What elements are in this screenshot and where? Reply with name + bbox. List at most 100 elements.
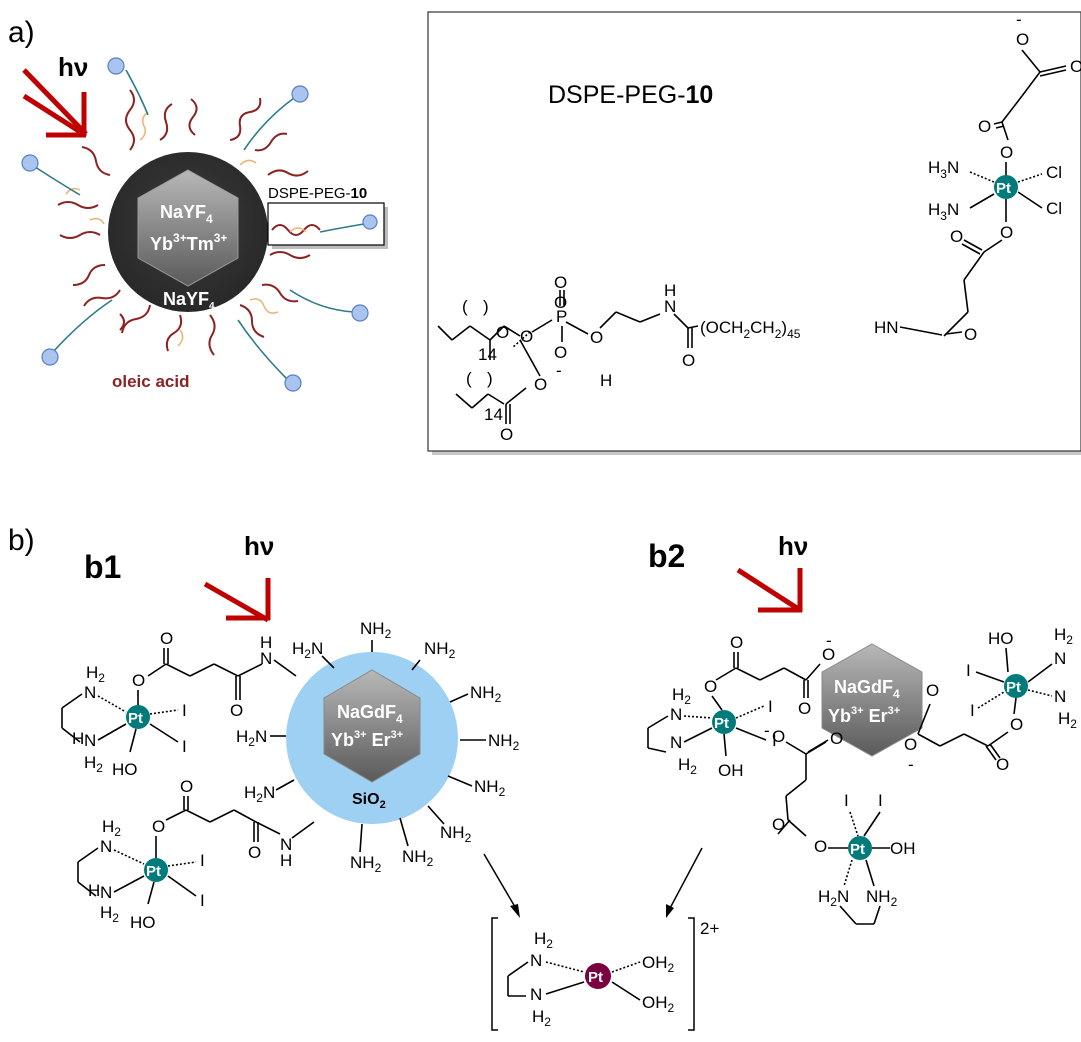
svg-text:H: H <box>72 729 84 748</box>
svg-text:NH2: NH2 <box>424 639 456 661</box>
svg-text:N: N <box>530 985 542 1004</box>
svg-text:I: I <box>772 731 777 750</box>
svg-text:NH2: NH2 <box>402 847 434 869</box>
svg-text:O: O <box>230 701 243 720</box>
core-label-b1-1: NaGdF4 <box>337 702 403 726</box>
svg-text:O: O <box>160 629 173 648</box>
svg-text:NH2: NH2 <box>440 823 472 845</box>
svg-text:O: O <box>926 681 939 700</box>
svg-text:H: H <box>88 881 100 900</box>
svg-text:H2N: H2N <box>244 783 275 805</box>
svg-text:HO: HO <box>112 760 138 779</box>
svg-text:H2N: H2N <box>236 727 267 749</box>
svg-text:N: N <box>84 683 96 702</box>
svg-text:NH2: NH2 <box>488 731 520 753</box>
svg-text:): ) <box>487 369 493 388</box>
b1-label: b1 <box>84 549 121 585</box>
svg-text:NH2: NH2 <box>866 887 898 909</box>
svg-text:14: 14 <box>484 405 503 424</box>
core-hexagon-a <box>137 169 239 287</box>
svg-text:O: O <box>772 727 785 746</box>
svg-text:H2: H2 <box>84 753 103 775</box>
svg-text:H2: H2 <box>672 685 691 707</box>
svg-text:H2N: H2N <box>818 887 849 909</box>
svg-text:OH2: OH2 <box>642 953 675 975</box>
structure-box <box>427 11 1081 452</box>
svg-text:N: N <box>670 705 682 724</box>
hv-label-a: hν <box>58 52 88 82</box>
svg-text:O: O <box>1010 715 1023 734</box>
svg-text:Cl: Cl <box>1046 199 1062 218</box>
svg-text:(: ( <box>466 369 472 388</box>
svg-text:H2: H2 <box>86 663 105 685</box>
product-charge: 2+ <box>700 919 719 938</box>
svg-text:P: P <box>556 307 567 326</box>
svg-text:-: - <box>908 755 914 774</box>
core-label-b1-2: Yb3+ Er3+ <box>331 729 403 750</box>
shell-label-a: NaYF4 <box>163 289 215 312</box>
svg-text:O: O <box>554 273 567 292</box>
svg-text:H2: H2 <box>678 755 697 777</box>
svg-text:Pt: Pt <box>588 969 603 986</box>
svg-text:O: O <box>682 351 695 370</box>
svg-text:O: O <box>534 375 547 394</box>
svg-text:O: O <box>1070 57 1081 76</box>
svg-text:O: O <box>704 677 717 696</box>
pt-complex-b2-lower: - O O O O Pt I I OH H2N NH2 <box>764 721 916 925</box>
core-label-a-1: NaYF4 <box>160 202 213 226</box>
structure-title: DSPE-PEG-10 <box>548 81 713 109</box>
svg-text:O: O <box>830 729 843 748</box>
pt-complex-b2-left: O O O O - Pt H2 N N H2 I I OH <box>647 631 835 780</box>
svg-text:H2: H2 <box>1054 625 1073 647</box>
svg-text:-: - <box>556 361 562 380</box>
core-label-b2-1: NaGdF4 <box>834 677 900 701</box>
svg-text:N: N <box>530 951 542 970</box>
svg-text:HO: HO <box>988 629 1014 648</box>
core-label-b2-2: Yb3+ Er3+ <box>828 705 900 726</box>
core-hexagon-b2 <box>821 643 923 757</box>
svg-text:O: O <box>554 293 567 312</box>
svg-text:O: O <box>1000 143 1013 162</box>
svg-text:I: I <box>200 851 205 870</box>
panel-a-label: a) <box>8 16 35 49</box>
svg-text:N: N <box>100 837 112 856</box>
svg-text:Cl: Cl <box>1046 163 1062 182</box>
svg-text:O: O <box>500 425 513 444</box>
svg-text:O: O <box>132 671 145 690</box>
svg-text:H2: H2 <box>534 929 553 951</box>
svg-text:HN: HN <box>874 318 899 337</box>
svg-text:O: O <box>554 343 567 362</box>
svg-text:(: ( <box>462 297 468 316</box>
svg-text:N: N <box>1054 687 1066 706</box>
svg-text:Pt: Pt <box>850 841 865 858</box>
svg-text:N: N <box>84 731 96 750</box>
svg-text:H2: H2 <box>100 903 119 925</box>
svg-text:Pt: Pt <box>996 180 1011 197</box>
svg-text:N: N <box>280 835 292 854</box>
pt-complex-b1-lower: O O O N H Pt H2 N N H H2 I I HO <box>77 777 315 932</box>
svg-text:-: - <box>1016 10 1022 29</box>
light-arrow-b2 <box>736 567 803 613</box>
oleic-acid-ligands <box>57 89 311 356</box>
svg-text:O: O <box>152 817 165 836</box>
svg-text:O: O <box>520 327 533 346</box>
svg-text:H: H <box>664 281 676 300</box>
svg-text:O: O <box>248 843 261 862</box>
svg-text:N: N <box>664 297 676 316</box>
oleic-acid-label: oleic acid <box>112 372 189 391</box>
silica-label: SiO2 <box>352 791 386 811</box>
pt-complex-b1-upper: O O O N H Pt H2 N N H H2 I I HO <box>61 629 297 779</box>
b2-label: b2 <box>648 538 685 574</box>
svg-text:H: H <box>260 633 272 652</box>
reaction-arrows <box>483 847 703 918</box>
svg-text:Pt: Pt <box>1006 679 1021 696</box>
svg-text:O: O <box>904 735 917 754</box>
svg-text:Pt: Pt <box>146 863 161 880</box>
svg-text:14: 14 <box>478 345 497 364</box>
light-arrow-a <box>22 68 88 138</box>
svg-text:Pt: Pt <box>714 715 729 732</box>
svg-text:O: O <box>964 325 977 344</box>
svg-text:I: I <box>182 737 187 756</box>
peg-chains <box>21 57 381 392</box>
